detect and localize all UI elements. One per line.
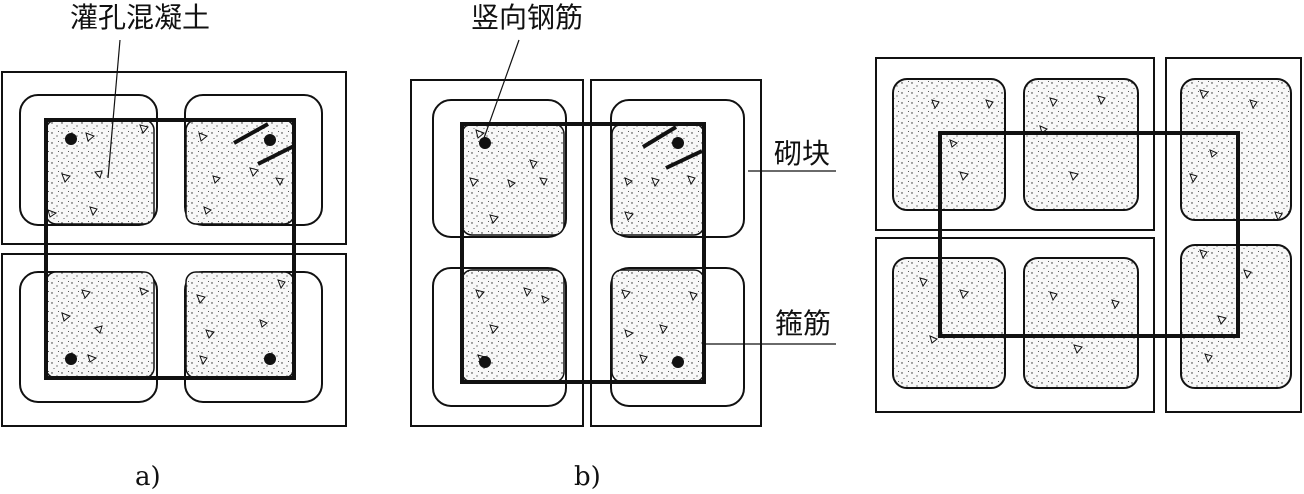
grout-core-c1 — [892, 78, 1006, 211]
aggregate-c — [919, 89, 1283, 364]
caption-b: b) — [574, 462, 601, 492]
grout-core-a3 — [45, 271, 155, 379]
block-outline-b2 — [610, 99, 745, 238]
rebar-b4 — [672, 356, 684, 368]
grout-core-c5 — [1023, 257, 1139, 389]
leader-rebar — [483, 39, 520, 139]
stirrup-c — [938, 131, 1240, 338]
label-grout-concrete: 灌孔混凝土 — [70, 1, 210, 34]
stirrup-b — [460, 122, 706, 384]
leader-grout — [107, 39, 121, 179]
block-c-top-left — [875, 57, 1155, 231]
block-b-right — [590, 79, 762, 427]
block-outline-a1 — [19, 94, 158, 226]
aggregate-a — [47, 124, 286, 366]
rebar-a1 — [65, 133, 77, 145]
caption-a: a) — [135, 462, 161, 492]
rebar-a2 — [264, 134, 276, 146]
rebar-a4 — [264, 353, 276, 365]
stirrup-hook-b1 — [641, 125, 678, 149]
block-a-top — [1, 71, 347, 245]
label-block: 砌块 — [774, 137, 830, 170]
block-outline-a2 — [184, 94, 323, 226]
stirrup-hook-a2 — [257, 144, 295, 166]
block-b-left — [410, 79, 584, 427]
stirrup-a — [44, 118, 296, 380]
grout-core-a2 — [185, 119, 295, 225]
block-c-right — [1165, 57, 1302, 413]
figure-b — [410, 79, 762, 427]
leader-lines — [107, 39, 836, 345]
block-a-bottom — [1, 253, 347, 427]
block-outline-b4 — [610, 267, 745, 407]
rebar-b3 — [479, 356, 491, 368]
grout-core-a1 — [45, 119, 155, 225]
grout-core-c4 — [892, 257, 1006, 389]
block-outline-b1 — [432, 99, 567, 238]
rebar-b1 — [479, 137, 491, 149]
stirrup-hook-b2 — [665, 149, 703, 170]
stirrup-hook-a1 — [233, 122, 269, 145]
grout-core-b3 — [461, 269, 565, 383]
grout-core-b4 — [611, 269, 705, 383]
grout-core-c2 — [1023, 78, 1139, 211]
label-vertical-rebar: 竖向钢筋 — [471, 1, 583, 34]
figure-a — [1, 71, 347, 427]
aggregate-b — [469, 129, 698, 365]
figure-c — [875, 57, 1302, 413]
rebar-a3 — [65, 353, 77, 365]
block-c-bottom-left — [875, 237, 1155, 413]
rebar-b2 — [672, 137, 684, 149]
label-stirrup: 箍筋 — [775, 307, 831, 340]
block-outline-b3 — [432, 267, 567, 407]
